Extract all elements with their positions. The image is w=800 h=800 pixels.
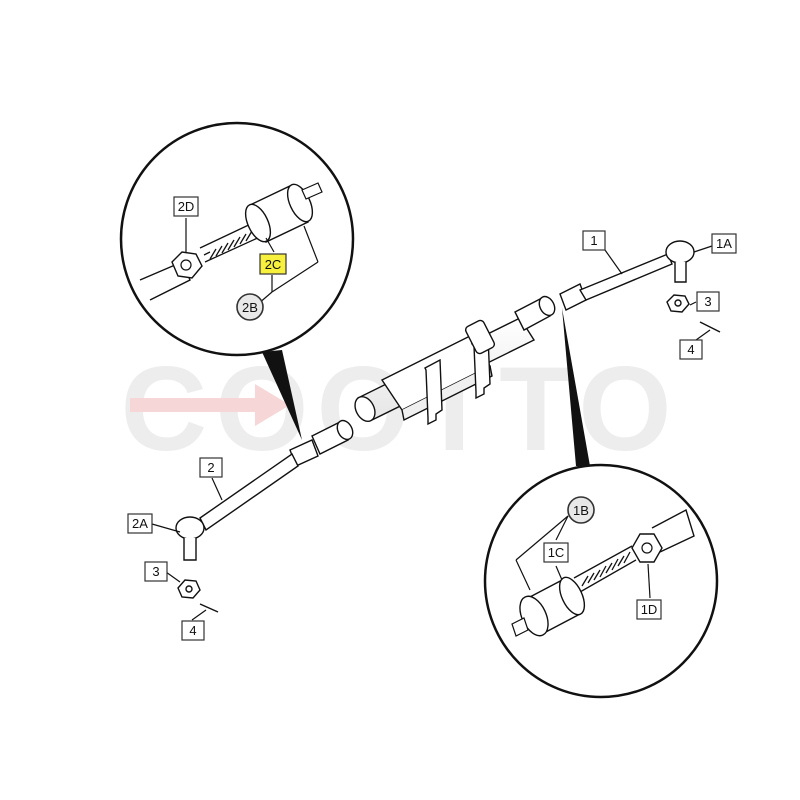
inset-left-pointer	[262, 350, 302, 440]
callout-3-left: 3	[144, 561, 168, 582]
callout-1a: 1A	[711, 233, 737, 254]
callout-4-left: 4	[181, 620, 205, 641]
callout-3-right: 3	[696, 291, 720, 312]
svg-text:2: 2	[207, 460, 214, 475]
inset-right-thread	[573, 545, 637, 593]
right-tie-rod	[578, 253, 673, 301]
pinion-housing	[464, 319, 496, 355]
svg-text:4: 4	[687, 342, 694, 357]
svg-text:2A: 2A	[132, 516, 148, 531]
left-split-pin	[199, 603, 219, 613]
callout-2a: 2A	[127, 513, 153, 534]
leader-lines	[151, 245, 713, 621]
detail-inset-left	[119, 121, 355, 440]
svg-text:2D: 2D	[178, 199, 195, 214]
svg-text:4: 4	[189, 623, 196, 638]
svg-text:1D: 1D	[641, 602, 658, 617]
callout-labels: 1 1A 3 4 2 2A 3 4	[127, 196, 737, 641]
right-inner-joint	[559, 283, 587, 311]
svg-text:1C: 1C	[548, 545, 565, 560]
callout-1d: 1D	[636, 599, 662, 620]
svg-text:3: 3	[704, 294, 711, 309]
svg-text:2C: 2C	[265, 257, 282, 272]
right-split-pin	[699, 321, 721, 333]
watermark-arrow-icon	[130, 384, 290, 426]
steering-rack-assembly	[175, 240, 721, 613]
svg-text:1: 1	[590, 233, 597, 248]
svg-text:1A: 1A	[716, 236, 732, 251]
callout-2d: 2D	[173, 196, 199, 217]
left-tie-rod-end	[175, 516, 205, 540]
right-tie-rod-end	[665, 240, 695, 264]
svg-text:3: 3	[152, 564, 159, 579]
callout-1: 1	[582, 230, 606, 251]
rack-end-left	[354, 396, 376, 422]
inset-left-thread	[199, 221, 263, 263]
watermark: COOTTO	[120, 342, 671, 476]
callout-2c: 2C	[259, 253, 287, 275]
callout-4-right: 4	[679, 339, 703, 360]
svg-text:1B: 1B	[573, 503, 589, 518]
svg-text:2B: 2B	[242, 300, 258, 315]
callout-2b: 2B	[236, 293, 264, 321]
callout-2: 2	[199, 457, 223, 478]
inset-right-pointer	[562, 308, 590, 466]
callout-1c: 1C	[543, 542, 569, 563]
detail-inset-right	[483, 308, 719, 699]
mounting-bracket-left	[424, 358, 443, 426]
callout-1b: 1B	[567, 496, 595, 524]
